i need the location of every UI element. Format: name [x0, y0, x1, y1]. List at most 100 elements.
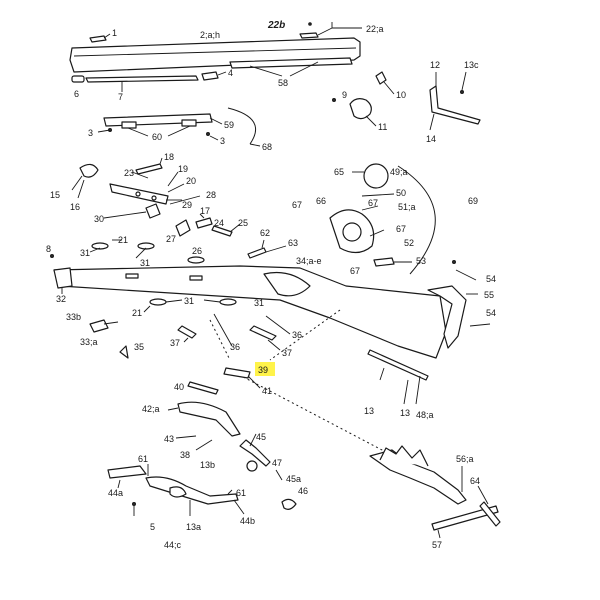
part-27 — [175, 219, 191, 237]
part-labels: 22b 22;a 1 2;a;h 58 4 6 7 3 3 59 60 68 9… — [46, 20, 496, 550]
label-1: 1 — [112, 28, 117, 38]
part-34-stock — [53, 265, 447, 359]
trigger-guard-parts — [71, 157, 241, 237]
label-8: 8 — [46, 244, 51, 254]
label-53: 53 — [416, 256, 426, 266]
part-30 — [145, 203, 161, 219]
label-18: 18 — [164, 152, 174, 162]
label-24: 24 — [214, 218, 224, 228]
inlet-a — [125, 273, 139, 279]
label-55: 55 — [484, 290, 494, 300]
label-44c: 44;c — [164, 540, 182, 550]
label-50: 50 — [396, 188, 406, 198]
part-2-barrel — [69, 37, 361, 73]
label-9: 9 — [342, 90, 347, 100]
label-56a: 56;a — [456, 454, 474, 464]
label-16: 16 — [70, 202, 80, 212]
label-13c: 13c — [464, 60, 479, 70]
guide-3 — [209, 319, 231, 361]
guide-1 — [269, 309, 341, 361]
label-67-right: 67 — [396, 224, 406, 234]
label-49a: 49;a — [390, 167, 408, 177]
label-3-right: 3 — [220, 136, 225, 146]
label-43: 43 — [164, 434, 174, 444]
part-58-rib — [229, 57, 353, 69]
part-33 — [89, 319, 109, 333]
part-34-lock-inlet — [263, 271, 311, 297]
label-13a: 13a — [186, 522, 201, 532]
label-28: 28 — [206, 190, 216, 200]
label-38: 38 — [180, 450, 190, 460]
label-19: 19 — [178, 164, 188, 174]
label-13-right: 13 — [400, 408, 410, 418]
part-13a-spring — [169, 486, 187, 498]
label-20: 20 — [186, 176, 196, 186]
lock-parts — [329, 163, 436, 275]
part-64 — [479, 501, 501, 527]
label-35: 35 — [134, 342, 144, 352]
label-5: 5 — [150, 522, 155, 532]
label-61-right: 61 — [236, 488, 246, 498]
label-69: 69 — [468, 196, 478, 206]
part-60b — [181, 119, 197, 127]
label-4: 4 — [228, 68, 233, 78]
label-67-bottom: 67 — [350, 266, 360, 276]
label-40: 40 — [174, 382, 184, 392]
label-62: 62 — [260, 228, 270, 238]
label-33a: 33;a — [80, 337, 98, 347]
label-3-left: 3 — [88, 128, 93, 138]
label-44b: 44b — [240, 516, 255, 526]
part-4 — [201, 71, 219, 81]
arc-68 — [227, 107, 256, 145]
part-42-plate — [177, 401, 241, 437]
label-10: 10 — [396, 90, 406, 100]
label-32: 32 — [56, 294, 66, 304]
label-21-bottom: 21 — [132, 308, 142, 318]
label-39: 39 — [258, 365, 268, 375]
label-7: 7 — [118, 92, 123, 102]
barrel-group — [69, 22, 362, 92]
label-11: 11 — [378, 122, 387, 132]
label-67-top: 67 — [368, 198, 378, 208]
part-10-spring — [375, 71, 387, 85]
label-27: 27 — [166, 234, 176, 244]
label-13b: 13b — [200, 460, 215, 470]
part-46 — [281, 498, 297, 510]
label-17: 17 — [200, 206, 210, 216]
label-63: 63 — [288, 238, 298, 248]
part-31-c — [187, 256, 205, 264]
part-45 — [239, 439, 271, 467]
label-31-left: 31 — [80, 248, 90, 258]
part-32-nosecap — [53, 267, 73, 289]
label-58: 58 — [278, 78, 288, 88]
label-12: 12 — [430, 60, 440, 70]
part-40 — [187, 381, 219, 395]
label-25: 25 — [238, 218, 248, 228]
label-6: 6 — [74, 89, 79, 99]
label-22b: 22b — [267, 20, 285, 31]
label-21-top: 21 — [118, 235, 128, 245]
part-25 — [211, 225, 233, 237]
part-37-b — [249, 325, 277, 341]
part-48 — [367, 349, 429, 381]
label-36-left: 36 — [230, 342, 240, 352]
label-54-top: 54 — [486, 274, 496, 284]
label-45a: 45a — [286, 474, 301, 484]
label-67-left: 67 — [292, 200, 302, 210]
part-31-b — [137, 242, 155, 250]
label-13-left: 13 — [364, 406, 374, 416]
label-48a: 48;a — [416, 410, 434, 420]
label-60: 60 — [152, 132, 162, 142]
label-64: 64 — [470, 476, 480, 486]
label-15: 15 — [50, 190, 60, 200]
label-31-lower-right: 31 — [254, 298, 264, 308]
label-59: 59 — [224, 120, 234, 130]
label-46: 46 — [298, 486, 308, 496]
highlight-39 — [255, 362, 275, 376]
label-41: 41 — [262, 386, 272, 396]
label-42a: 42;a — [142, 404, 160, 414]
part-31-e — [219, 298, 237, 306]
label-37-right: 37 — [282, 348, 292, 358]
part-62 — [247, 247, 267, 259]
